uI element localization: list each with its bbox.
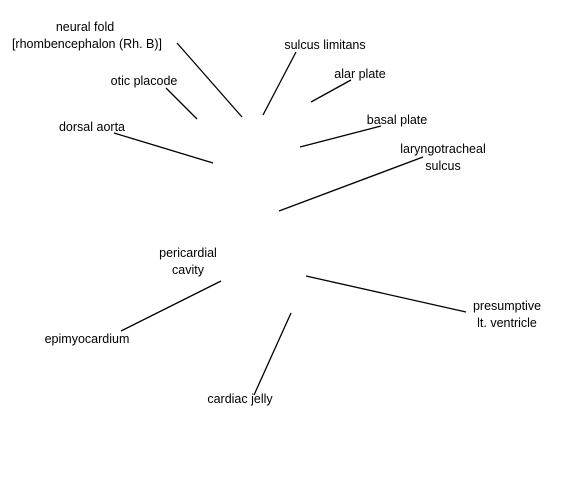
leader-laryngotracheal-sulcus <box>278 156 424 212</box>
leader-lines <box>113 42 467 396</box>
leader-pericardial-cavity <box>120 280 222 332</box>
leader-dorsal-aorta <box>113 132 214 164</box>
leader-cardiac-jelly <box>253 312 292 396</box>
label-presumptive: presumptive <box>473 299 541 313</box>
label-epimyocardium: epimyocardium <box>45 332 130 346</box>
label-sulcus-limitans: sulcus limitans <box>284 38 365 52</box>
leader-presumptive-lt-ventricle <box>305 275 467 313</box>
leader-sulcus-limitans <box>262 51 297 116</box>
label-sulcus: sulcus <box>425 159 460 173</box>
label-neural-fold: neural fold <box>56 20 114 34</box>
label-lt-ventricle: lt. ventricle <box>477 316 537 330</box>
leader-otic-placode <box>165 87 198 120</box>
label-cavity: cavity <box>172 263 205 277</box>
label-rhombencephalon: [rhombencephalon (Rh. B)] <box>12 37 162 51</box>
labels: neural fold [rhombencephalon (Rh. B)] su… <box>12 20 541 406</box>
leader-neural-fold <box>176 42 243 118</box>
label-laryngotracheal: laryngotracheal <box>400 142 485 156</box>
label-dorsal-aorta: dorsal aorta <box>59 120 125 134</box>
label-cardiac-jelly: cardiac jelly <box>207 392 273 406</box>
leader-basal-plate <box>299 125 382 148</box>
label-pericardial: pericardial <box>159 246 217 260</box>
label-alar-plate: alar plate <box>334 67 385 81</box>
label-basal-plate: basal plate <box>367 113 428 127</box>
label-otic-placode: otic placode <box>111 74 178 88</box>
leader-alar-plate <box>310 79 352 103</box>
